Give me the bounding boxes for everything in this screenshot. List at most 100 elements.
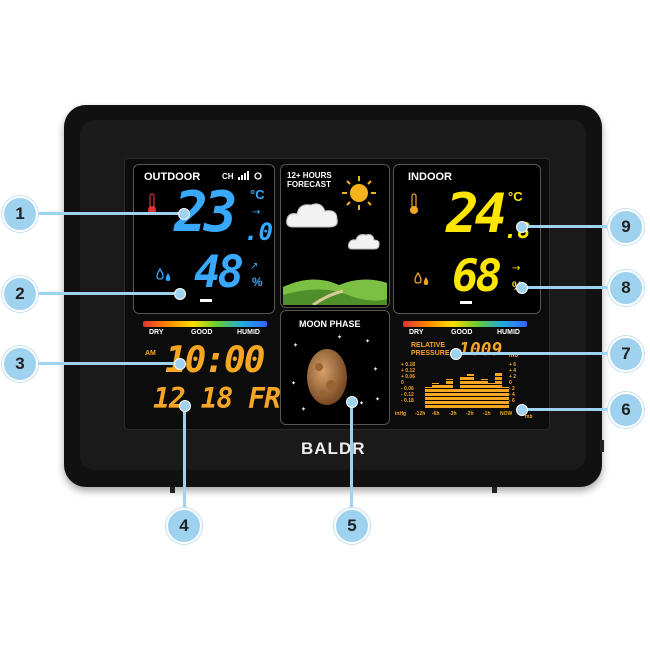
- callout-5: 5: [334, 508, 370, 544]
- pressure-left-scale-tick: + 0.12: [401, 368, 416, 374]
- leader-dot-7: [450, 348, 462, 360]
- star-icon: ✦: [337, 334, 343, 341]
- channel-label: CH: [222, 172, 234, 181]
- leader-line-7: [456, 352, 612, 355]
- outdoor-humid-label: HUMID: [237, 329, 260, 336]
- pressure-label-relative: RELATIVE: [411, 342, 446, 349]
- indoor-dry-label: DRY: [409, 329, 424, 336]
- device-foot-right: [492, 487, 497, 493]
- outdoor-good-label: GOOD: [191, 329, 213, 336]
- leader-dot-9: [516, 221, 528, 233]
- cloud-icon: [286, 203, 338, 228]
- leader-line-3: [34, 362, 180, 365]
- star-icon: ✦: [373, 366, 379, 373]
- device-foot-left: [170, 487, 175, 493]
- pressure-left-scale-tick: - 0.06: [401, 386, 414, 392]
- star-icon: ✦: [301, 406, 307, 413]
- outdoor-comfort-indicator: [200, 299, 212, 302]
- indoor-panel: INDOOR 24 .8 °C 68 % →: [393, 164, 541, 314]
- moon-title: MOON PHASE: [299, 319, 361, 329]
- pressure-right-scale-tick: + 2: [509, 374, 517, 380]
- star-icon: ✦: [293, 342, 299, 349]
- forecast-panel: 12+ HOURS FORECAST: [280, 164, 390, 308]
- outdoor-panel: OUTDOOR CH 23 .0 °C → 48 % ↗: [133, 164, 275, 314]
- pressure-left-scale-tick: - 0.18: [401, 398, 414, 404]
- star-icon: ✦: [359, 400, 365, 407]
- pressure-bar: [425, 387, 432, 408]
- outdoor-temperature-decimal: .0: [244, 218, 273, 246]
- callout-7: 7: [608, 336, 644, 372]
- pressure-right-scale-tick: + 4: [509, 368, 517, 374]
- outdoor-title: OUTDOOR: [144, 171, 201, 183]
- leader-line-6: [522, 408, 614, 411]
- clock-date: 12 18 FR: [153, 382, 281, 415]
- callout-3: 3: [2, 346, 38, 382]
- moon-panel: MOON PHASE ✦ ✦ ✦ ✦ ✦ ✦ ✦ ✦: [280, 310, 390, 425]
- leader-dot-1: [178, 208, 190, 220]
- pressure-hour-label: -6h: [432, 411, 440, 417]
- small-cloud-icon: [347, 234, 380, 250]
- pressure-right-scale-tick: - 2: [509, 386, 515, 392]
- clock-ampm: AM: [145, 350, 156, 357]
- indoor-thermometer-icon: [410, 193, 418, 214]
- pressure-right-scale-tick: 0: [509, 380, 512, 386]
- pressure-left-scale-tick: - 0.12: [401, 392, 414, 398]
- indoor-title: INDOOR: [408, 171, 452, 183]
- callout-9: 9: [608, 209, 644, 245]
- indoor-temp-unit: °C: [508, 189, 523, 204]
- leader-line-2: [34, 292, 180, 295]
- callout-8: 8: [608, 270, 644, 306]
- pressure-bar-chart: [425, 366, 509, 408]
- indoor-comfort-colorbar: [403, 321, 527, 327]
- pressure-right-scale-tick: - 6: [509, 398, 515, 404]
- side-button: [600, 440, 604, 452]
- outdoor-humidity-unit: %: [252, 275, 263, 289]
- pressure-bar: [467, 374, 474, 408]
- indoor-good-label: GOOD: [451, 329, 473, 336]
- callout-1: 1: [2, 196, 38, 232]
- outdoor-humidity-trend-icon: ↗: [250, 261, 259, 272]
- star-icon: ✦: [375, 396, 381, 403]
- leader-line-1: [34, 212, 184, 215]
- pressure-hour-label: -12h: [415, 411, 426, 417]
- pressure-value: 1009: [459, 339, 503, 360]
- moon-icon: [307, 349, 347, 405]
- pressure-bar: [453, 389, 460, 408]
- leader-line-8: [522, 286, 612, 289]
- pressure-bar: [488, 383, 495, 408]
- pressure-right-scale-tick: - 4: [509, 392, 515, 398]
- pressure-bar: [432, 383, 439, 408]
- forecast-title-line1: 12+ HOURS: [287, 171, 332, 180]
- outdoor-humidity: 48: [194, 247, 244, 298]
- pressure-hour-label: NOW: [500, 411, 513, 417]
- outdoor-dry-label: DRY: [149, 329, 164, 336]
- indoor-humidity-trend-icon: →: [512, 263, 521, 274]
- humidity-drops-icon: [156, 267, 171, 281]
- pressure-bar: [481, 379, 488, 408]
- pressure-bar: [460, 376, 467, 408]
- signal-icon: [238, 171, 262, 180]
- pressure-hour-label: -1h: [483, 411, 491, 417]
- pressure-bar: [439, 385, 446, 408]
- pressure-hour-label: -2h: [466, 411, 474, 417]
- callout-4: 4: [166, 508, 202, 544]
- pressure-left-scale-tick: 0: [401, 380, 404, 386]
- forecast-title-line2: FORECAST: [287, 180, 331, 189]
- leader-dot-4: [179, 400, 191, 412]
- outdoor-temp-unit: °C: [250, 187, 265, 202]
- indoor-comfort-indicator: [460, 301, 472, 304]
- leader-line-5: [350, 400, 353, 508]
- pressure-bar: [495, 372, 502, 408]
- leader-dot-3: [174, 358, 186, 370]
- star-icon: ✦: [365, 338, 371, 345]
- pressure-left-scale-tick: + 0.06: [401, 374, 416, 380]
- pressure-left-unit: inHg: [395, 411, 407, 417]
- sun-icon: [342, 176, 376, 210]
- pressure-left-scale-tick: + 0.18: [401, 362, 416, 368]
- lcd-screen: OUTDOOR CH 23 .0 °C → 48 % ↗ DRY GOOD HU…: [124, 158, 550, 458]
- indoor-humid-label: HUMID: [497, 329, 520, 336]
- leader-line-9: [522, 225, 612, 228]
- star-icon: ✦: [291, 380, 297, 387]
- leader-dot-8: [516, 282, 528, 294]
